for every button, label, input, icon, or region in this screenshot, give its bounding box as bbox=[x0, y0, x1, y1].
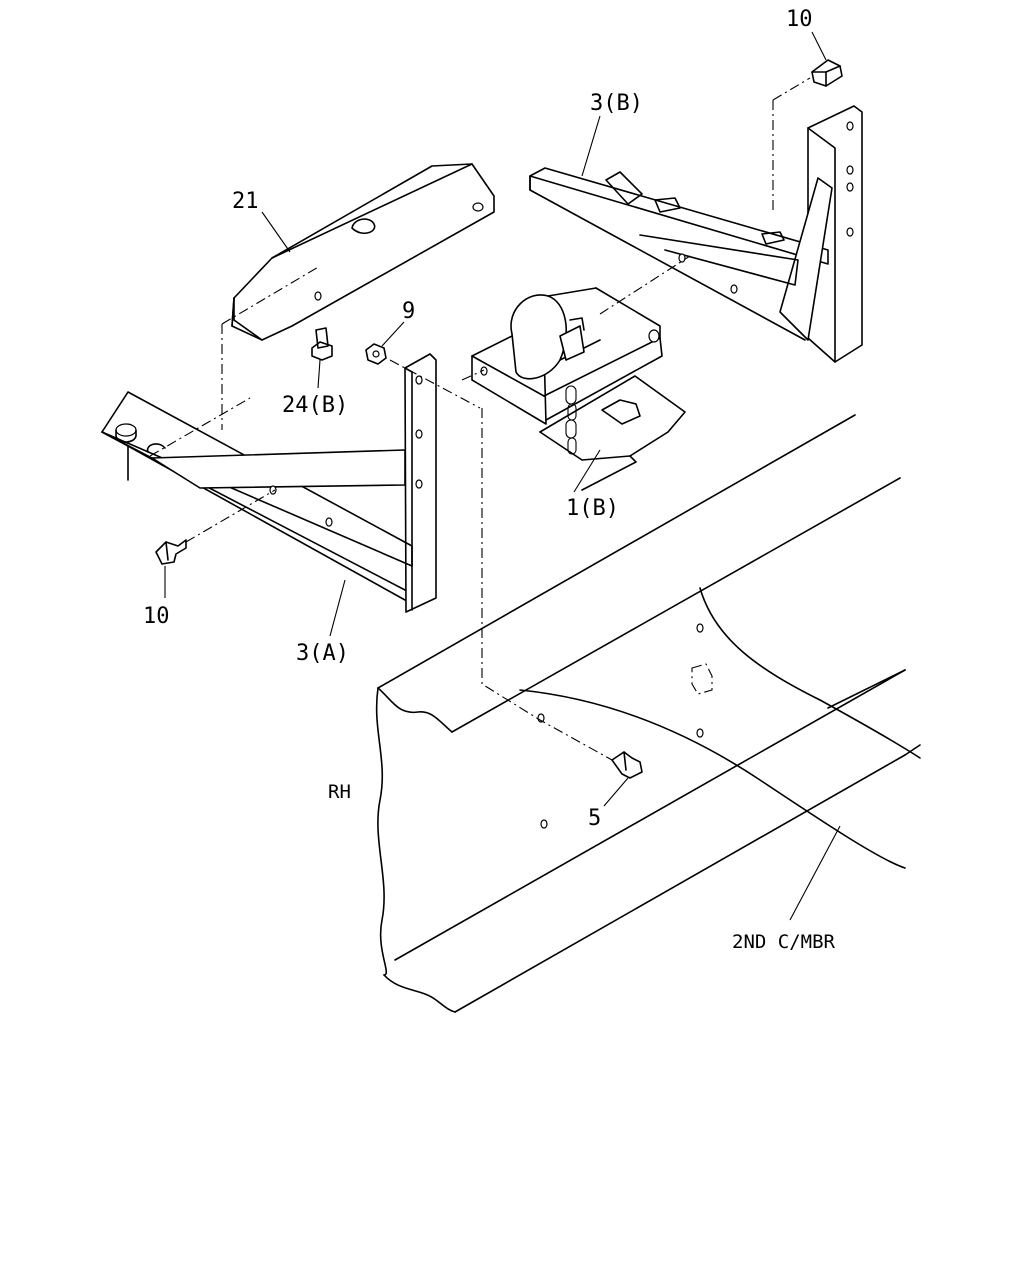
callout-frame-bolt: 5 bbox=[588, 806, 601, 831]
bracket-3b bbox=[529, 105, 863, 363]
winch-1b bbox=[471, 287, 686, 491]
callout-bolt-top: 10 bbox=[786, 7, 813, 32]
side-label: RH bbox=[328, 781, 351, 803]
assembly-lines bbox=[149, 77, 811, 761]
chain bbox=[565, 385, 577, 455]
bolt-24b bbox=[311, 327, 333, 361]
callout-winch: 1(B) bbox=[566, 496, 619, 521]
callout-bolt-left: 10 bbox=[143, 604, 170, 629]
frame-member bbox=[375, 414, 921, 1013]
bolt-10-top bbox=[811, 59, 843, 87]
cover-21 bbox=[231, 163, 495, 341]
callout-bracket-a: 3(A) bbox=[296, 641, 349, 666]
callout-nut: 9 bbox=[402, 299, 415, 324]
callout-bracket-b: 3(B) bbox=[590, 91, 643, 116]
member-label: 2ND C/MBR bbox=[732, 931, 836, 953]
bolt-10-left bbox=[155, 539, 187, 565]
bracket-3a bbox=[101, 353, 437, 613]
callout-cover: 21 bbox=[232, 189, 259, 214]
callout-cover-bolt: 24(B) bbox=[282, 393, 348, 418]
leader-lines bbox=[164, 31, 841, 921]
bolt-5 bbox=[611, 751, 643, 779]
nut-9 bbox=[365, 343, 387, 365]
